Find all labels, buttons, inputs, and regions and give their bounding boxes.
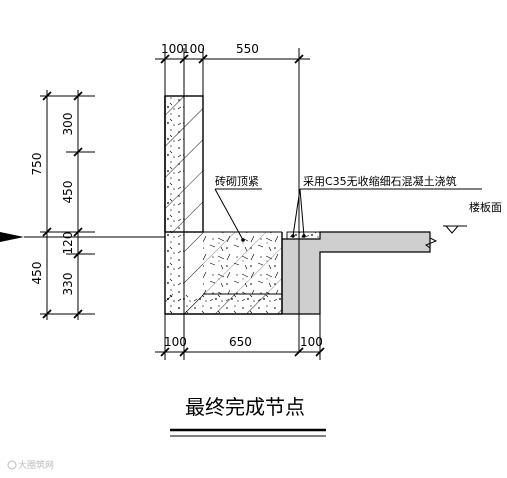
dim-left-300: 300 xyxy=(61,113,75,136)
dim-left-330: 330 xyxy=(61,273,75,296)
floor-surface-label: 楼板面 xyxy=(469,200,502,214)
dim-left-450a: 450 xyxy=(61,181,75,204)
dim-top-100a: 100 xyxy=(161,42,184,56)
brick-top-annotation: 砖砌顶紧 xyxy=(214,174,262,242)
dim-bottom-100b: 100 xyxy=(300,335,323,349)
bottom-dimension: 100 650 100 xyxy=(155,314,325,360)
dim-top-100b: 100 xyxy=(182,42,205,56)
bottom-beam xyxy=(165,294,282,314)
concrete-annotation: 采用C35无收缩细石混凝土浇筑 xyxy=(291,174,482,238)
detail-title: 最终完成节点 xyxy=(170,395,326,437)
concrete-slab xyxy=(281,231,431,315)
dim-left-450b: 450 xyxy=(30,262,44,285)
dim-left-750: 750 xyxy=(30,153,44,176)
page-title: 最终完成节点 xyxy=(185,395,305,419)
dim-bottom-650: 650 xyxy=(229,335,252,349)
left-dimension: 300 450 750 120 330 450 xyxy=(30,90,95,320)
break-line xyxy=(424,232,438,252)
section-arrow xyxy=(0,232,24,242)
brick-top-label: 砖砌顶紧 xyxy=(215,174,259,188)
dim-top-550: 550 xyxy=(236,42,259,56)
floor-level-marker: 楼板面 xyxy=(443,200,502,234)
watermark: 大圈筑网 xyxy=(7,459,54,471)
watermark-text: 大圈筑网 xyxy=(18,459,54,471)
infill-block xyxy=(203,232,282,294)
concrete-note-label: 采用C35无收缩细石混凝土浇筑 xyxy=(303,174,457,188)
top-dimension: 100 100 550 xyxy=(155,42,310,96)
wall-column xyxy=(164,95,204,314)
dim-bottom-100a: 100 xyxy=(164,335,187,349)
dim-left-120: 120 xyxy=(61,232,75,255)
